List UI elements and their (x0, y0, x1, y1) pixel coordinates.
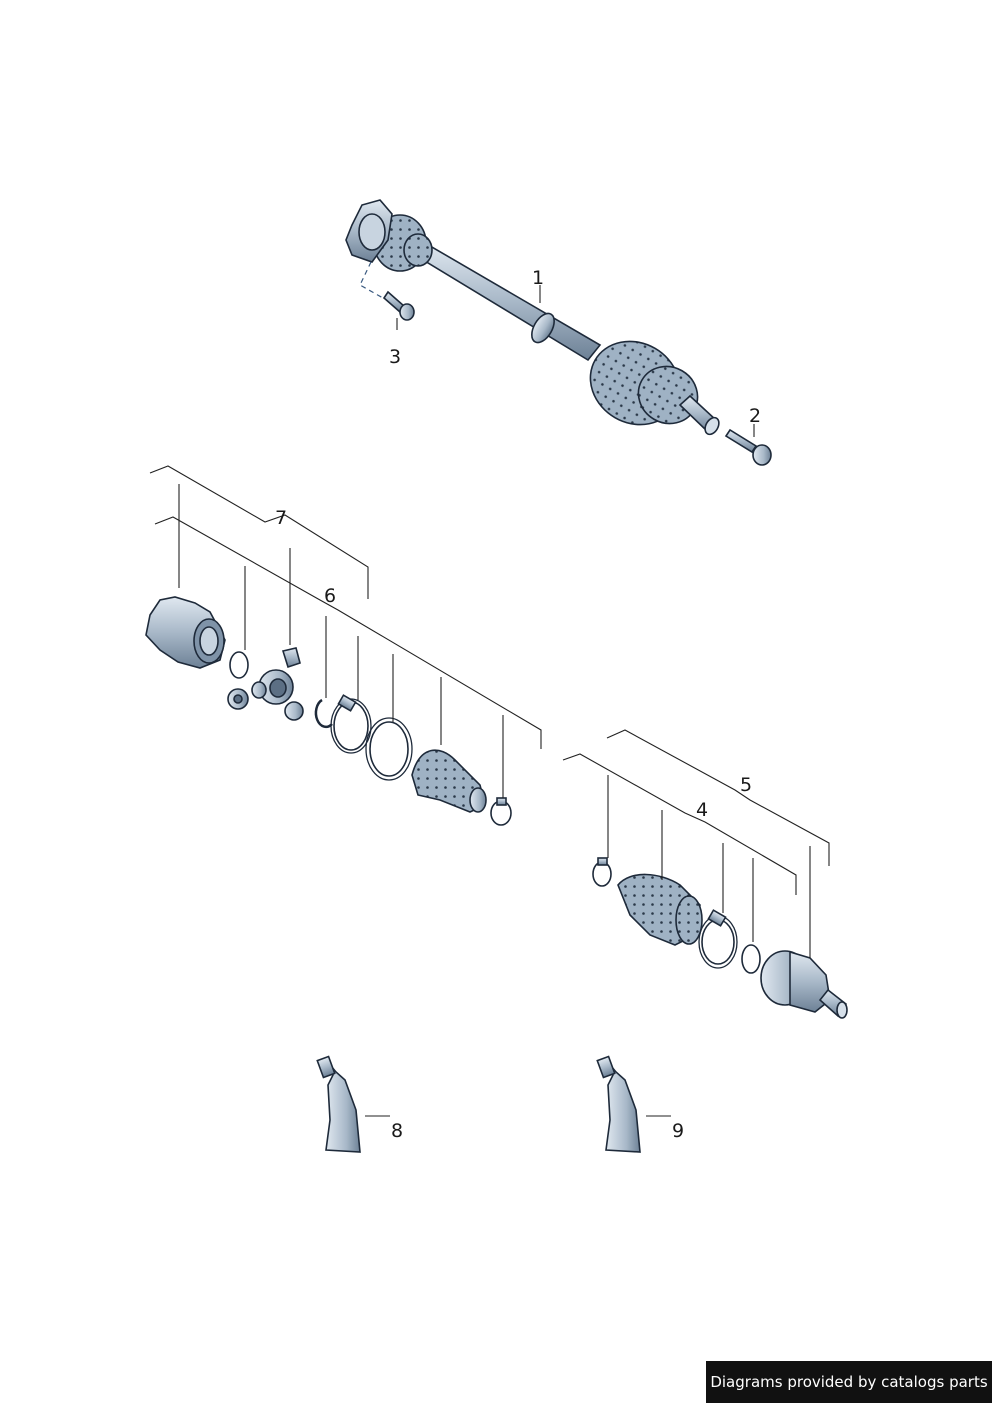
hex-bolt (724, 428, 772, 466)
socket-bolt (382, 290, 415, 321)
grease-tube-9 (596, 1055, 641, 1153)
callout-9: 9 (672, 1120, 684, 1142)
callout-8: 8 (391, 1120, 403, 1142)
inner-joint-kit (145, 596, 512, 826)
credit-banner[interactable]: Diagrams provided by catalogs parts (706, 1361, 992, 1403)
callout-1: 1 (532, 267, 544, 289)
outer-joint-kit (592, 857, 848, 1019)
drive-shaft (345, 199, 720, 436)
callout-5: 5 (740, 774, 752, 796)
callout-3: 3 (389, 346, 401, 368)
callout-4: 4 (696, 799, 708, 821)
grease-tube-8 (316, 1055, 361, 1153)
callout-2: 2 (749, 405, 761, 427)
leader-lines (149, 285, 830, 1117)
callout-7: 7 (275, 507, 287, 529)
callout-6: 6 (324, 585, 336, 607)
credit-text: Diagrams provided by catalogs parts (710, 1373, 988, 1391)
